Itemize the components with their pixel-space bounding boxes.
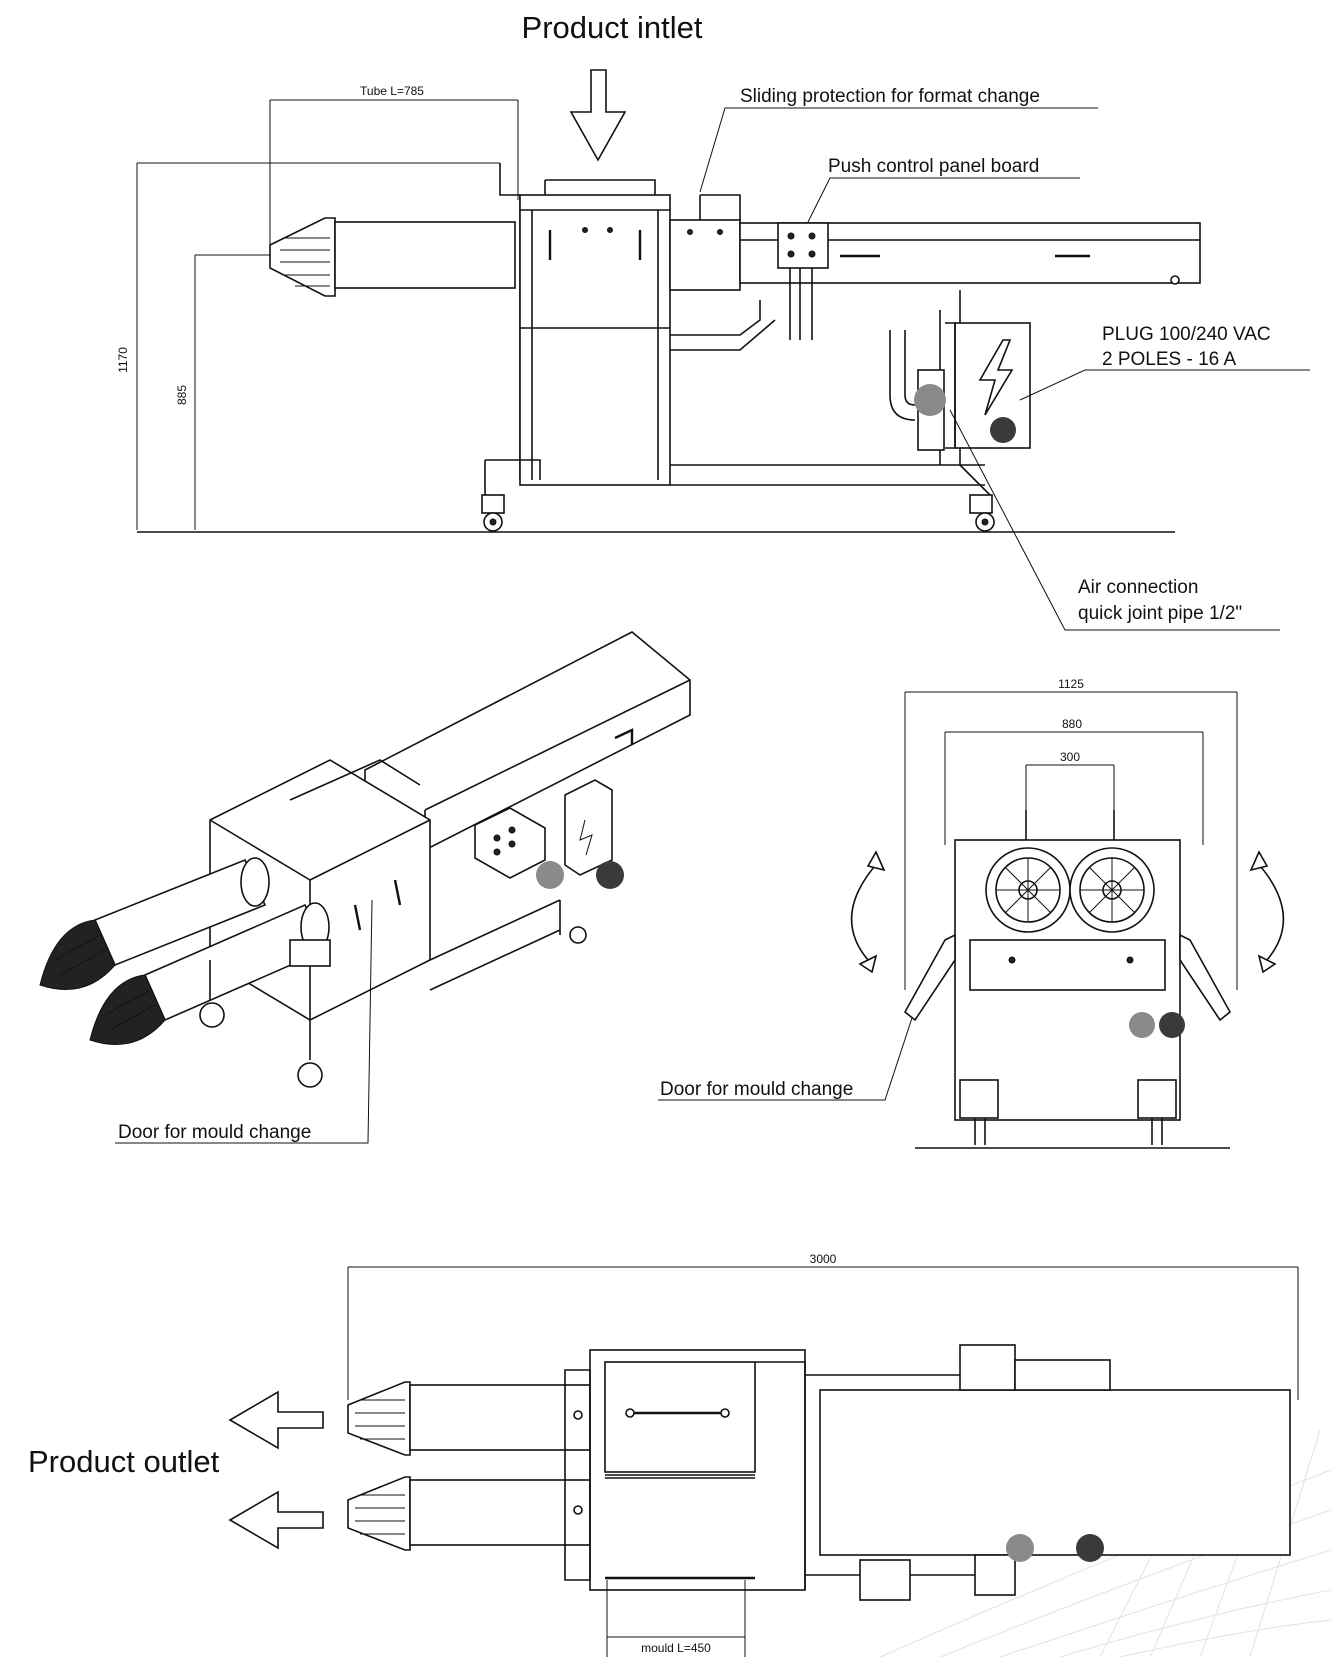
width-mid-dimension: 880: [1062, 717, 1082, 731]
sliding-protection-label: Sliding protection for format change: [740, 86, 1040, 107]
plug-label-line1: PLUG 100/240 VAC: [1102, 324, 1271, 345]
isometric-view: Door for mould change: [39, 631, 691, 1144]
left-arrow-icon: [228, 1490, 324, 1550]
height-total-dimension: 1170: [116, 347, 130, 373]
indicator-dark: [990, 417, 1016, 443]
wheel: [481, 494, 505, 532]
tube-length-dimension: Tube L=785: [360, 84, 424, 98]
front-view: 1125 880 300: [658, 677, 1285, 1149]
outlet-cone: [347, 1476, 411, 1551]
air-label-line1: Air connection: [1078, 577, 1198, 598]
indicator-light: [914, 384, 946, 416]
width-overall-dimension: 1125: [1058, 677, 1084, 691]
top-view: 3000 Product outlet: [28, 1252, 1299, 1657]
left-arrow-icon: [228, 1390, 324, 1450]
indicator-dark: [1076, 1534, 1104, 1562]
outlet-cone: [347, 1381, 411, 1456]
fan: [1069, 810, 1155, 933]
indicator-light: [1006, 1534, 1034, 1562]
length-total-dimension: 3000: [810, 1252, 837, 1266]
width-tubes-dimension: 300: [1060, 750, 1080, 764]
indicator-light: [1129, 1012, 1155, 1038]
rotation-arrow-icon: [850, 850, 886, 974]
door-label-front: Door for mould change: [660, 1079, 853, 1100]
outlet-cone: [269, 217, 336, 297]
product-inlet-label: Product intlet: [522, 10, 703, 45]
lightning-icon: [978, 339, 1014, 416]
side-view: Product intlet Tube L=785 1170 885: [116, 10, 1310, 631]
rotation-arrow-icon: [1249, 850, 1285, 974]
outlet-cone: [89, 974, 166, 1045]
down-arrow-icon: [569, 69, 627, 162]
plug-label-line2: 2 POLES - 16 A: [1102, 349, 1236, 370]
air-label-line2: quick joint pipe 1/2": [1078, 603, 1242, 624]
push-control-label: Push control panel board: [828, 156, 1039, 177]
outlet-cone: [39, 919, 116, 990]
indicator-dark: [596, 861, 624, 889]
indicator-light: [536, 861, 564, 889]
product-outlet-label: Product outlet: [28, 1444, 220, 1479]
mould-length-dimension: mould L=450: [641, 1641, 711, 1655]
height-outlet-dimension: 885: [175, 385, 189, 405]
fan: [985, 810, 1071, 933]
door-label-iso: Door for mould change: [118, 1122, 311, 1143]
indicator-dark: [1159, 1012, 1185, 1038]
wheel: [969, 494, 995, 532]
